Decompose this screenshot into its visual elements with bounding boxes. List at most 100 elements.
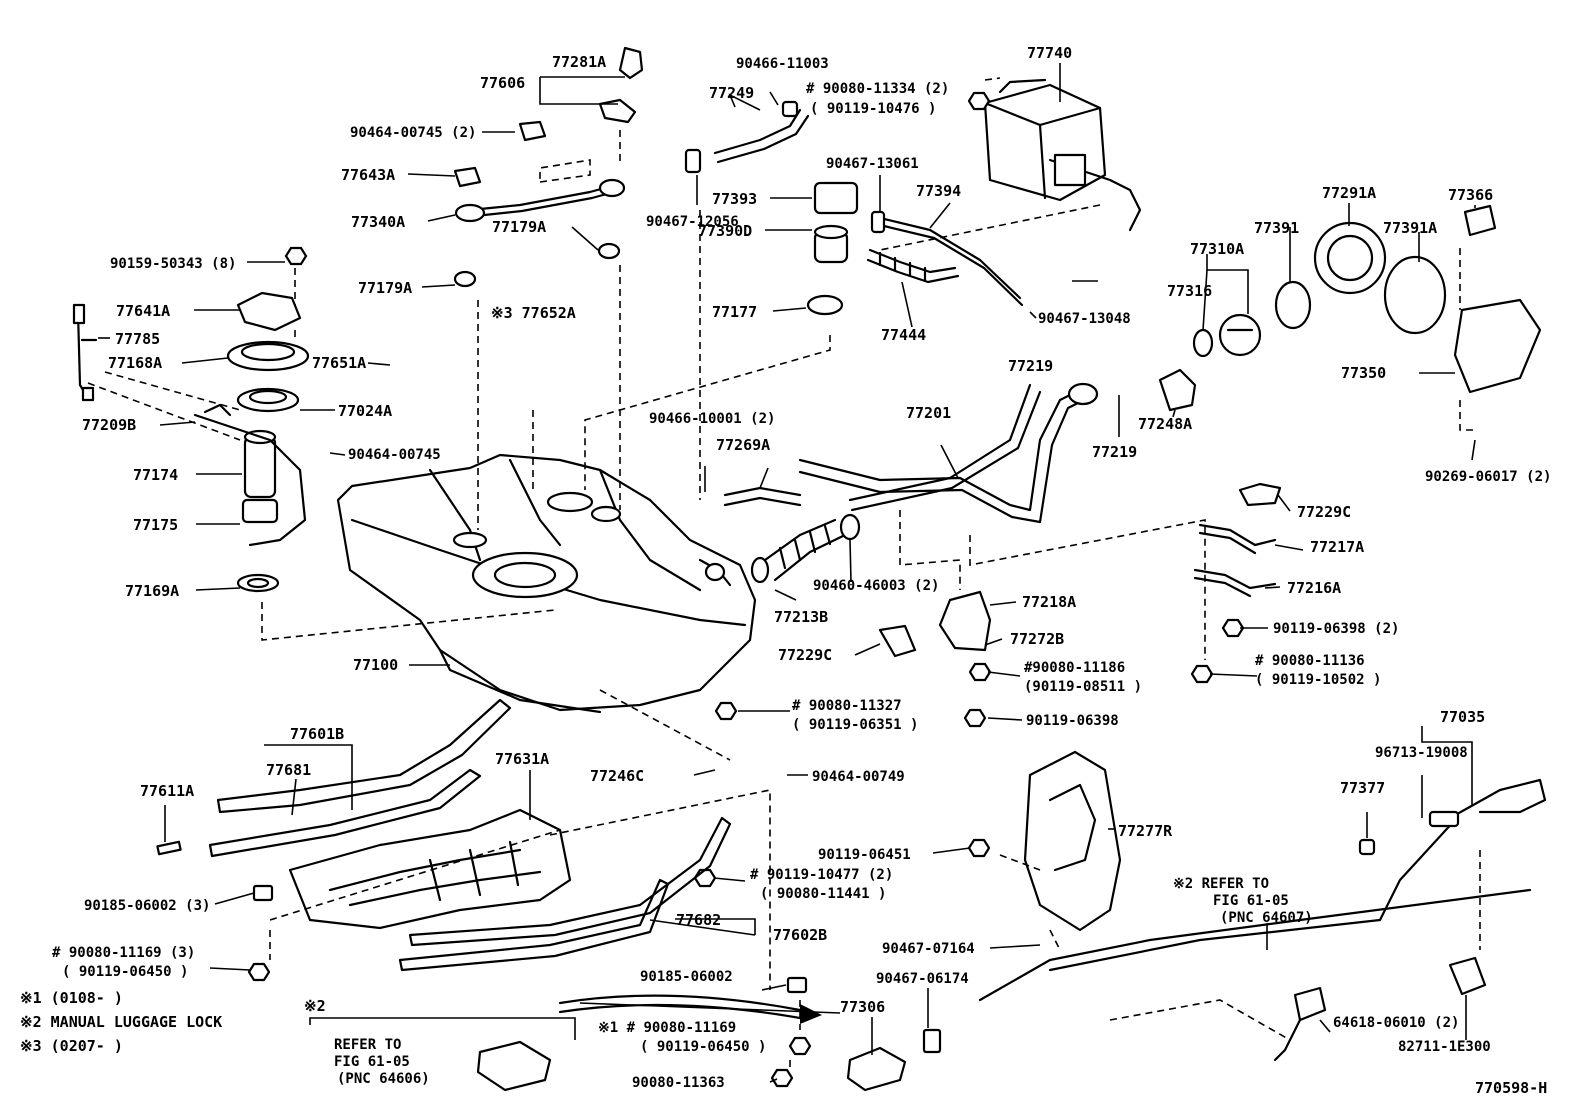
legend-line-2: ※2 MANUAL LUGGAGE LOCK — [20, 1013, 222, 1031]
label-90080-11334: # 90080-11334 (2) — [806, 81, 949, 97]
diagram-id-label: 770598-H — [1475, 1079, 1547, 1097]
label-77218A: 77218A — [1022, 593, 1076, 611]
vent-pipe-77606 — [453, 46, 644, 223]
filler-neck-77201 — [798, 382, 1099, 524]
label-77229C-1: 77229C — [1297, 503, 1351, 521]
legend-line-3: ※3 (0207- ) — [20, 1037, 123, 1055]
grommets-77179A — [453, 242, 621, 288]
bolts — [247, 91, 1245, 1088]
hose-77249 — [684, 100, 810, 174]
label-77631A: 77631A — [495, 750, 549, 768]
refer-b-line-2: FIG 61-05 — [334, 1054, 410, 1070]
label-77219-2: 77219 — [1092, 443, 1137, 461]
hinge-77366 — [1463, 204, 1497, 237]
label-77340A: 77340A — [351, 213, 405, 231]
ring-77391 — [1274, 280, 1312, 330]
label-77179A-1: 77179A — [492, 218, 546, 236]
label-77641A: 77641A — [116, 302, 170, 320]
label-77350: 77350 — [1341, 364, 1386, 382]
label-77035: 77035 — [1440, 708, 1485, 726]
refer-b-head: ※2 — [304, 997, 326, 1015]
label-90119-10477: # 90119-10477 (2) — [750, 867, 893, 883]
label-77249: 77249 — [709, 84, 754, 102]
refer-note-64606: ※2 REFER TO FIG 61-05 (PNC 64606) — [304, 997, 430, 1087]
label-77394: 77394 — [916, 182, 961, 200]
refer-a-line-1: ※2 REFER TO — [1173, 876, 1269, 892]
label-90080-11186: #90080-11186 — [1024, 660, 1125, 676]
opener-77306 — [846, 1046, 907, 1092]
canister-77740 — [983, 78, 1142, 232]
hose-77213B — [763, 518, 847, 582]
label-90080-11441: ( 90080-11441 ) — [760, 886, 886, 902]
pad-77611A — [156, 840, 182, 856]
label-90185-06002: 90185-06002 — [640, 969, 733, 985]
label-90080-11327: # 90080-11327 — [792, 698, 902, 714]
hose-77444 — [866, 248, 960, 284]
lock-82711 — [1448, 956, 1487, 996]
label-90467-12056: 90467-12056 — [646, 214, 739, 230]
refer-b-line-3: (PNC 64606) — [337, 1071, 430, 1087]
ring-77641A — [236, 291, 302, 332]
refer-a-line-2: FIG 61-05 — [1213, 893, 1289, 909]
label-77391A: 77391A — [1383, 219, 1437, 237]
label-77219-1: 77219 — [1008, 357, 1053, 375]
inlet-77248A — [1158, 368, 1197, 412]
label-90466-11003: 90466-11003 — [736, 56, 829, 72]
label-77393: 77393 — [712, 190, 757, 208]
label-90119-08511: (90119-08511 ) — [1024, 679, 1142, 695]
label-77277R: 77277R — [1118, 822, 1173, 840]
label-90119-06450-b: ( 90119-06450 ) — [640, 1039, 766, 1055]
refer-a-line-3: (PNC 64607) — [1220, 910, 1313, 926]
clamps-90460 — [750, 513, 861, 584]
label-77248A: 77248A — [1138, 415, 1192, 433]
label-90269-06017: 90269-06017 (2) — [1425, 469, 1551, 485]
label-77310A: 77310A — [1190, 240, 1244, 258]
label-77606: 77606 — [480, 74, 525, 92]
label-90119-10502: ( 90119-10502 ) — [1255, 672, 1381, 688]
label-90467-13048: 90467-13048 — [1038, 311, 1131, 327]
strap-77601B — [216, 698, 512, 814]
label-77601B: 77601B — [290, 725, 344, 743]
protector-77277R — [1023, 750, 1122, 932]
opener-cable-77035 — [978, 778, 1547, 1002]
label-90080-11169-3: # 90080-11169 (3) — [52, 945, 195, 961]
label-90119-10476: ( 90119-10476 ) — [810, 101, 936, 117]
label-90464-00745-2: 90464-00745 (2) — [350, 125, 476, 141]
label-90464-00749: 90464-00749 — [812, 769, 905, 785]
label-77281A: 77281A — [552, 53, 606, 71]
fuel-door-77350 — [1453, 298, 1542, 394]
label-90467-07164: 90467-07164 — [882, 941, 975, 957]
label-90159-50343-8: 90159-50343 (8) — [110, 256, 236, 272]
label-77643A: 77643A — [341, 166, 395, 184]
label-77740: 77740 — [1027, 44, 1072, 62]
strap-77682 — [398, 816, 732, 972]
label-90460-46003: 90460-46003 (2) — [813, 578, 939, 594]
strap-77681 — [208, 768, 482, 858]
label-77291A: 77291A — [1322, 184, 1376, 202]
label-77216A: 77216A — [1287, 579, 1341, 597]
label-96713-19008: 96713-19008 — [1375, 745, 1468, 761]
bracket-77229C — [1238, 482, 1282, 507]
label-77602B: 77602B — [773, 926, 827, 944]
gasket-77316 — [1192, 328, 1214, 358]
legend: ※1 (0108- ) ※2 MANUAL LUGGAGE LOCK ※3 (0… — [20, 989, 222, 1055]
label-77444: 77444 — [881, 326, 926, 344]
label-77306: 77306 — [840, 998, 885, 1016]
label-77390D: 77390D — [698, 222, 752, 240]
lever-64618 — [1273, 986, 1327, 1062]
label-77391: 77391 — [1254, 219, 1299, 237]
hose-77394 — [870, 210, 1024, 307]
label-77272B: 77272B — [1010, 630, 1064, 648]
gasket-77169A — [236, 573, 280, 593]
retainer-77024A — [236, 387, 300, 413]
label-77201: 77201 — [906, 404, 951, 422]
label-77179A-2: 77179A — [358, 279, 412, 297]
label-90467-06174: 90467-06174 — [876, 971, 969, 987]
reference-arrow — [558, 994, 822, 1024]
hose-77269A — [723, 486, 802, 507]
label-90467-13061: 90467-13061 — [826, 156, 919, 172]
label-77209B: 77209B — [82, 416, 136, 434]
refer-b-line-1: REFER TO — [334, 1037, 401, 1053]
legend-line-1: ※1 (0108- ) — [20, 989, 123, 1007]
